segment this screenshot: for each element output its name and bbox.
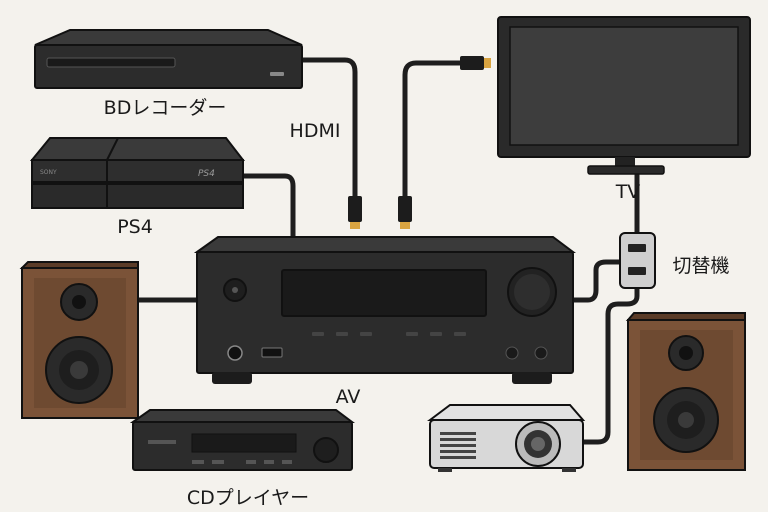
ps4-cable	[240, 173, 296, 241]
switch-projector-cable	[580, 285, 640, 445]
av-receiver	[193, 236, 576, 384]
ps4-label: PS4	[117, 216, 153, 238]
av-label: AV	[335, 386, 361, 408]
switcher-label: 切替機	[672, 255, 730, 277]
projector	[427, 404, 586, 472]
bd-recorder	[34, 29, 303, 89]
tv-label: TV	[615, 181, 641, 203]
cd-player	[129, 409, 355, 471]
bd-hdmi-cable	[299, 57, 358, 201]
tv-hdmi-cable	[402, 60, 469, 201]
av-switch-cable	[570, 259, 623, 303]
bd-recorder-label: BDレコーダー	[103, 97, 227, 119]
ps4-console: SONY PS4	[29, 137, 246, 209]
cd-player-label: CDプレイヤー	[186, 487, 310, 509]
tv	[497, 16, 751, 175]
hdmi-plugs	[348, 56, 491, 229]
ps4-brand-logo: SONY	[40, 169, 57, 176]
cables	[135, 57, 640, 445]
right-speaker	[625, 312, 746, 471]
hdmi-label: HDMI	[289, 120, 341, 142]
ps4-logo: PS4	[198, 169, 215, 179]
left-speaker	[19, 261, 139, 419]
hdmi-switcher	[619, 232, 656, 289]
